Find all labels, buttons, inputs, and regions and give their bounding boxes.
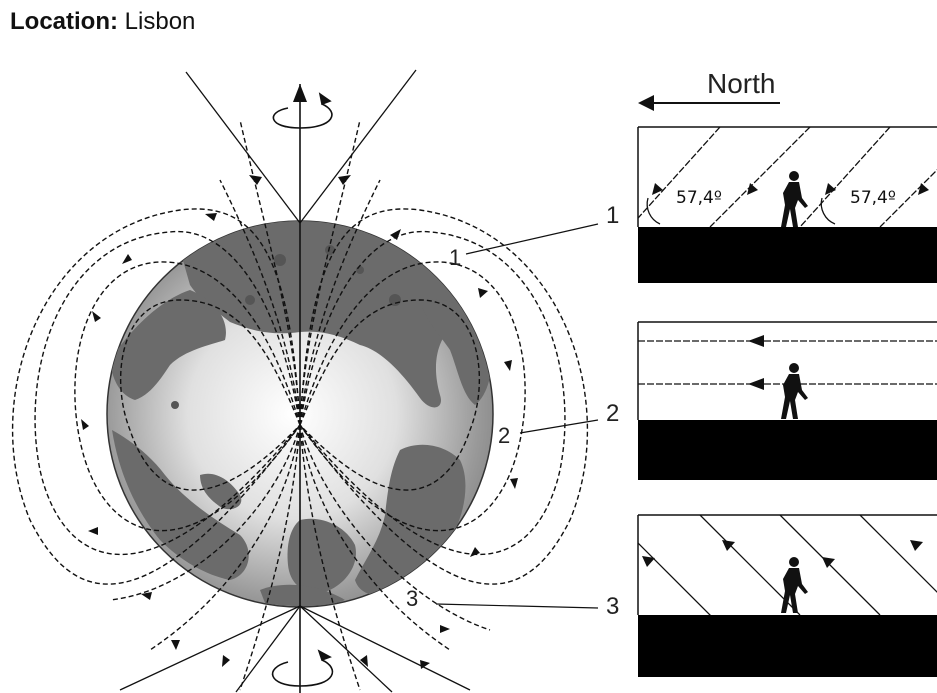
- ground-strip: [638, 227, 937, 283]
- panel-3: [637, 514, 937, 677]
- callout-label-3: 3: [606, 593, 619, 620]
- page-title: Location: Lisbon: [10, 8, 195, 36]
- ground-strip: [638, 420, 937, 480]
- callout-label-1: 1: [606, 202, 619, 229]
- ground-strip: [638, 615, 937, 677]
- globe-label-1: 1: [449, 245, 461, 270]
- north-label: North: [707, 68, 775, 99]
- pole-cone-lines: [119, 69, 471, 693]
- globe-label-2: 2: [498, 423, 510, 448]
- title-key: Location:: [10, 8, 118, 35]
- person-walking-icon: [781, 363, 808, 419]
- panel-2: [637, 321, 937, 480]
- magnetic-field-lines: [11, 119, 589, 691]
- person-walking-icon: [781, 171, 808, 227]
- title-value: Lisbon: [124, 8, 196, 35]
- globe-label-3: 3: [406, 586, 418, 611]
- callout-lines: [435, 223, 599, 609]
- panel-1: 57,4º 57,4º: [637, 126, 937, 283]
- field-arrowheads: [81, 175, 518, 669]
- inclination-angle-2: 57,4º: [850, 188, 896, 208]
- north-arrow-icon: [638, 95, 780, 111]
- callout-label-2: 2: [606, 400, 619, 427]
- rotation-arrow-icon: [271, 92, 334, 687]
- inclination-angle-1: 57,4º: [676, 188, 722, 208]
- axis-arrowhead-icon: [293, 84, 307, 102]
- person-walking-icon: [781, 557, 808, 613]
